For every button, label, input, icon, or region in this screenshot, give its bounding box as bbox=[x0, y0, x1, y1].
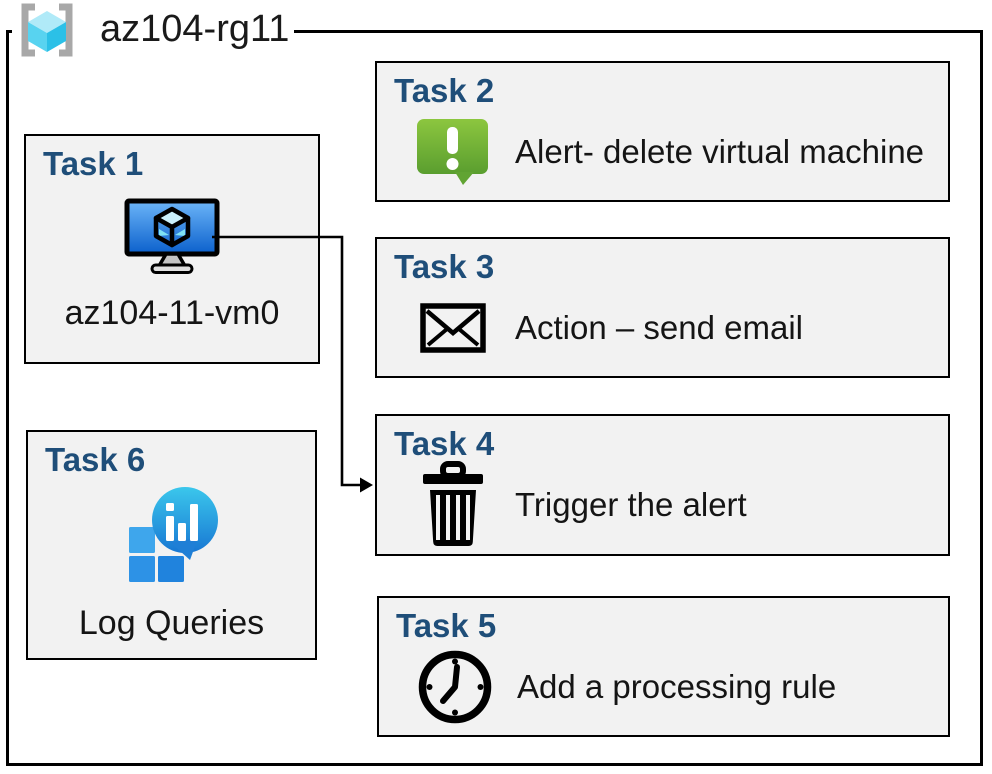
task-3-label: Action – send email bbox=[515, 309, 803, 346]
resource-group-icon bbox=[14, 2, 80, 63]
trash-icon bbox=[405, 461, 501, 549]
task-1-box: Task 1 az104-11-vm0 bbox=[24, 134, 320, 364]
task-4-label: Trigger the alert bbox=[515, 486, 747, 523]
task-6-box: Task 6 Log Queries bbox=[26, 430, 317, 660]
task-5-title: Task 5 bbox=[396, 607, 497, 644]
email-icon bbox=[405, 303, 501, 353]
task-6-label: Log Queries bbox=[78, 604, 265, 642]
clock-icon bbox=[407, 647, 503, 727]
task-4-title: Task 4 bbox=[394, 425, 495, 462]
task-2-box: Task 2 Alert- delete virtual machine bbox=[375, 61, 950, 202]
task-3-box: Task 3 Action – send email bbox=[375, 237, 950, 378]
resource-group-label: az104-rg11 bbox=[100, 8, 290, 50]
task-6-title: Task 6 bbox=[45, 441, 146, 478]
task-1-label: az104-11-vm0 bbox=[64, 294, 280, 332]
frame-title-gap bbox=[12, 25, 294, 39]
task-2-label: Alert- delete virtual machine bbox=[515, 133, 925, 170]
log-queries-icon bbox=[124, 486, 220, 587]
resource-group-frame bbox=[6, 30, 983, 766]
task-5-label: Add a processing rule bbox=[517, 668, 837, 705]
task-4-box: Task 4 Trigger the alert bbox=[375, 414, 950, 556]
alert-message-icon bbox=[405, 118, 501, 186]
virtual-machine-icon bbox=[124, 198, 220, 279]
task-2-title: Task 2 bbox=[394, 72, 495, 109]
task-5-box: Task 5 Add a processing rule bbox=[377, 596, 950, 737]
task-1-title: Task 1 bbox=[43, 145, 144, 182]
task-3-title: Task 3 bbox=[394, 248, 495, 285]
